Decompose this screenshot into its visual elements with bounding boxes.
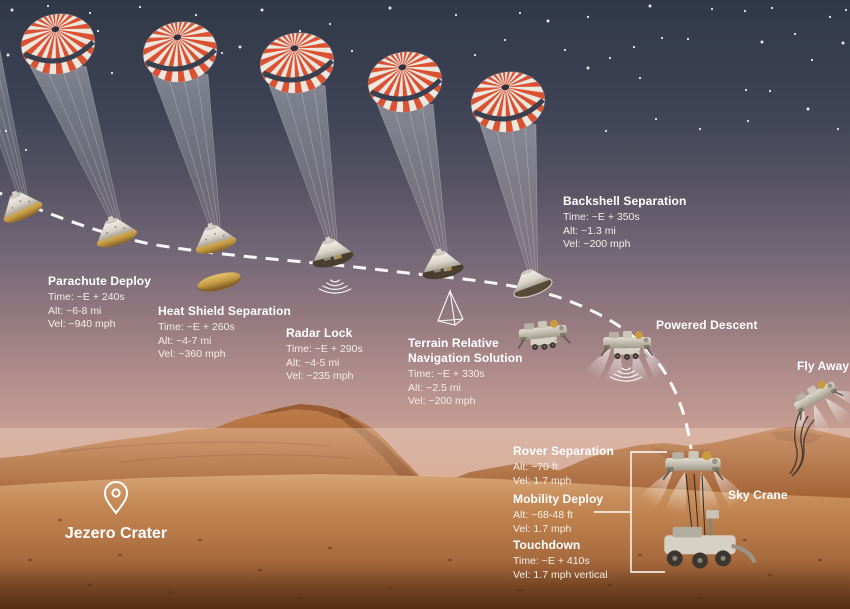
parachute-shroud-cones bbox=[0, 48, 538, 273]
star bbox=[698, 127, 702, 131]
star bbox=[10, 8, 14, 12]
trn-pyramid-icon bbox=[437, 288, 464, 326]
rock bbox=[697, 596, 703, 600]
entry-capsules bbox=[0, 182, 555, 326]
severed-cables bbox=[789, 411, 815, 477]
star bbox=[638, 76, 642, 80]
star bbox=[238, 45, 242, 49]
location-pin-icon bbox=[103, 481, 129, 515]
rock bbox=[387, 586, 393, 590]
star bbox=[844, 8, 848, 12]
star bbox=[518, 11, 522, 15]
star bbox=[298, 29, 302, 33]
star bbox=[503, 38, 507, 42]
star bbox=[563, 48, 567, 52]
rock bbox=[87, 583, 93, 587]
star bbox=[768, 89, 772, 93]
star bbox=[96, 29, 100, 33]
star bbox=[194, 13, 198, 17]
star bbox=[793, 32, 797, 36]
rock bbox=[257, 568, 263, 572]
star bbox=[660, 36, 664, 40]
shroud-cone bbox=[29, 65, 122, 225]
star bbox=[586, 66, 590, 70]
sky-crane bbox=[638, 450, 755, 568]
butte-rock-cap bbox=[258, 404, 352, 419]
fly-away-stage bbox=[787, 374, 850, 477]
star bbox=[454, 13, 458, 17]
star bbox=[24, 148, 28, 152]
star bbox=[260, 8, 264, 12]
rock bbox=[167, 590, 173, 594]
star bbox=[586, 15, 590, 19]
star bbox=[828, 15, 832, 19]
star bbox=[648, 4, 652, 8]
rock bbox=[557, 543, 563, 547]
star bbox=[46, 4, 50, 8]
star bbox=[836, 127, 840, 131]
star bbox=[546, 19, 550, 23]
star bbox=[388, 6, 392, 10]
star bbox=[350, 49, 354, 53]
star bbox=[760, 40, 764, 44]
shroud-cone bbox=[0, 48, 28, 197]
stage-bracket bbox=[594, 451, 667, 573]
rock bbox=[637, 553, 643, 557]
star bbox=[88, 11, 92, 15]
terrain bbox=[0, 404, 850, 609]
rock bbox=[817, 558, 823, 562]
star bbox=[608, 56, 612, 60]
rock bbox=[197, 538, 203, 542]
star bbox=[686, 37, 690, 41]
rock bbox=[447, 558, 453, 562]
rock bbox=[742, 538, 748, 542]
rock bbox=[767, 573, 773, 577]
rock bbox=[327, 546, 333, 550]
rock bbox=[517, 588, 523, 592]
shroud-cone bbox=[151, 73, 221, 232]
star bbox=[6, 53, 10, 57]
star bbox=[632, 45, 636, 49]
foreground-shade bbox=[0, 560, 850, 609]
star bbox=[810, 58, 814, 62]
star bbox=[473, 53, 477, 57]
star bbox=[744, 88, 748, 92]
rock bbox=[117, 553, 123, 557]
rock bbox=[297, 596, 303, 600]
star bbox=[746, 119, 750, 123]
scattered-rocks bbox=[27, 518, 823, 600]
shroud-cone bbox=[268, 84, 338, 246]
star bbox=[770, 6, 774, 10]
star bbox=[220, 51, 224, 55]
rock bbox=[607, 583, 613, 587]
rock bbox=[27, 558, 33, 562]
star bbox=[710, 7, 714, 11]
shroud-cone bbox=[376, 103, 448, 258]
rock bbox=[57, 518, 63, 522]
shroud-cone bbox=[479, 123, 538, 273]
star bbox=[328, 22, 332, 26]
star bbox=[604, 129, 608, 133]
star bbox=[138, 5, 142, 9]
star bbox=[841, 41, 845, 45]
star bbox=[110, 71, 114, 75]
star bbox=[654, 117, 658, 121]
star bbox=[806, 107, 810, 111]
star bbox=[743, 9, 747, 13]
